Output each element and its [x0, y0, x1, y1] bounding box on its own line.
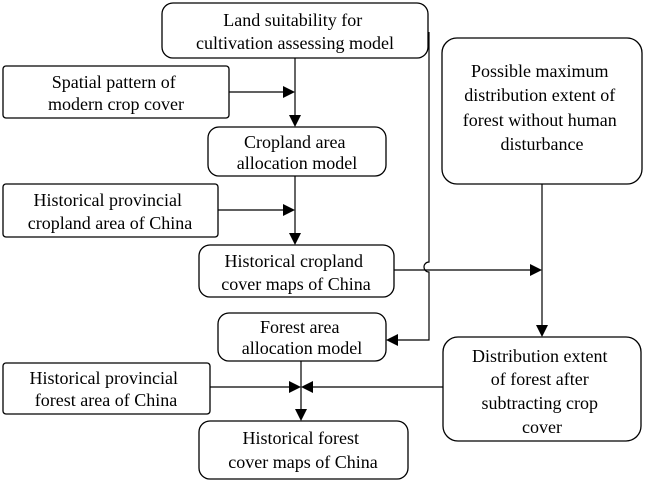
arrowhead: [283, 86, 295, 98]
node-historical-forest-maps: Historical forest cover maps of China: [198, 420, 409, 480]
svg-text:Possible maximum distrib: Possible maximum distribution extent of …: [463, 61, 621, 154]
arrowhead: [530, 264, 542, 276]
node-label-line: allocation model: [242, 338, 362, 358]
node-historical-provincial-cropland: Historical provincial cropland area of C…: [2, 183, 219, 238]
svg-text:Distribution extent of f: Distribution extent of forest after subt…: [472, 346, 612, 437]
node-label-line: Historical forest: [243, 428, 359, 448]
arrowhead: [289, 381, 301, 393]
node-label-line: forest without human: [463, 110, 617, 130]
node-label-line: Historical cropland: [225, 251, 363, 271]
node-historical-provincial-forest: Historical provincial forest area of Chi…: [2, 362, 211, 415]
node-label-line: modern crop cover: [48, 94, 184, 114]
arrowhead: [536, 325, 548, 337]
node-label-line: allocation model: [237, 153, 357, 173]
node-label-line: subtracting crop: [482, 393, 598, 413]
node-label-line: cover: [522, 417, 562, 437]
arrowhead: [301, 381, 313, 393]
node-label-line: distribution extent of: [464, 85, 615, 105]
svg-text:Historical provincial cr: Historical provincial cropland area of C…: [28, 190, 192, 233]
node-label-line: cultivation assessing model: [196, 33, 394, 53]
node-cropland-allocation-model: Cropland area allocation model: [207, 126, 387, 177]
node-label-line: cover maps of China: [228, 452, 377, 472]
arrowhead: [289, 115, 301, 127]
node-label-line: disturbance: [501, 134, 584, 154]
svg-text:Land suitability for cul: Land suitability for cultivation assessi…: [196, 10, 394, 53]
node-label-line: of forest after: [491, 369, 589, 389]
svg-text:Cropland area allocation: Cropland area allocation model: [237, 132, 357, 173]
svg-text:Historical forest cover: Historical forest cover maps of China: [228, 428, 377, 472]
node-label-line: cropland area of China: [28, 213, 192, 233]
svg-text:Forest area allocation m: Forest area allocation model: [242, 317, 362, 358]
node-possible-max-forest: Possible maximum distribution extent of …: [441, 37, 643, 185]
connector-land-to-forest-model: [398, 32, 430, 341]
node-label-line: Spatial pattern of: [52, 72, 176, 92]
node-label-line: Land suitability for: [223, 10, 362, 30]
node-label-line: cover maps of China: [221, 274, 370, 294]
svg-text:Spatial pattern of moder: Spatial pattern of modern crop cover: [48, 72, 184, 114]
arrowhead: [283, 204, 295, 216]
node-forest-after-subtracting-crop: Distribution extent of forest after subt…: [442, 336, 642, 442]
arrowhead: [295, 409, 307, 421]
node-label-line: Historical provincial: [30, 368, 178, 388]
node-label-line: Forest area: [260, 317, 339, 337]
node-historical-cropland-maps: Historical cropland cover maps of China: [198, 244, 395, 298]
node-forest-allocation-model: Forest area allocation model: [217, 312, 387, 362]
node-land-suitability-model: Land suitability for cultivation assessi…: [161, 2, 429, 59]
node-label-line: Distribution extent: [472, 346, 607, 366]
node-label-line: Possible maximum: [471, 61, 609, 81]
node-spatial-pattern: Spatial pattern of modern crop cover: [2, 65, 230, 119]
svg-text:Historical provincial fo: Historical provincial forest area of Chi…: [30, 368, 183, 410]
node-label-line: Cropland area: [244, 132, 345, 152]
node-label-line: forest area of China: [35, 390, 177, 410]
svg-text:Historical cropland cove: Historical cropland cover maps of China: [221, 251, 370, 294]
arrowhead: [289, 233, 301, 245]
node-label-line: Historical provincial: [34, 190, 182, 210]
arrowhead: [386, 334, 398, 346]
